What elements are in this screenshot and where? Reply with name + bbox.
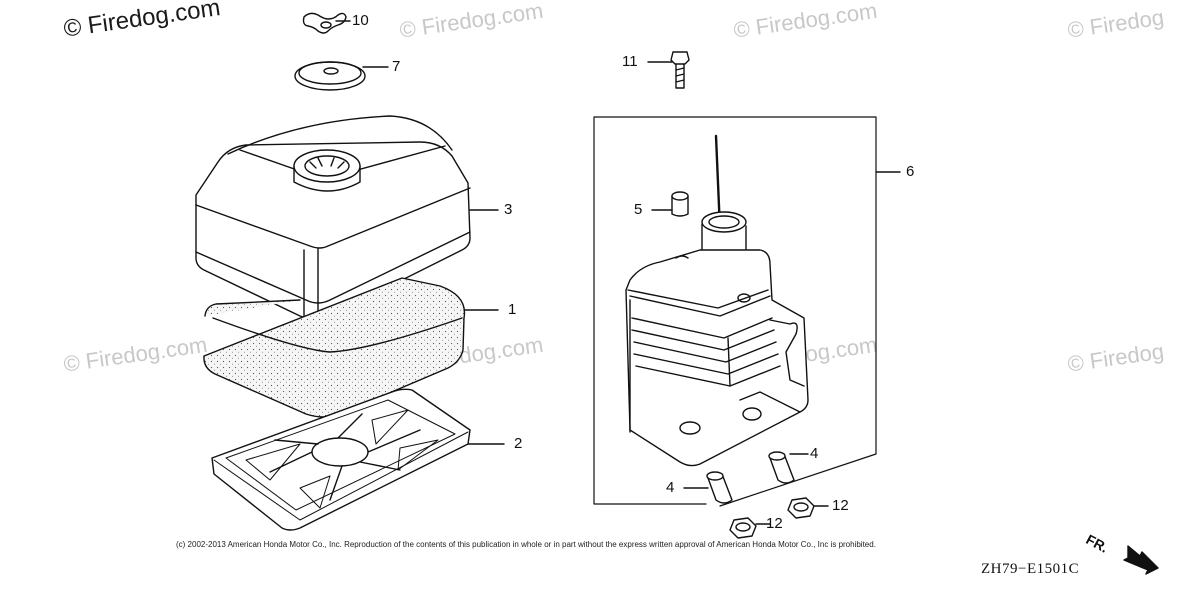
foam-element-part xyxy=(203,277,499,418)
air-cleaner-cover-part xyxy=(195,115,499,321)
callout-7: 7 xyxy=(392,58,401,75)
front-direction-arrow-icon xyxy=(1123,545,1159,575)
callout-6: 6 xyxy=(906,163,915,180)
cover-plate-part xyxy=(294,61,389,91)
diagram-code: ZH79−E1501C xyxy=(981,561,1080,577)
wing-nut-part xyxy=(302,12,351,34)
nut-part xyxy=(787,497,829,519)
callout-10: 10 xyxy=(352,12,369,29)
callout-12-right: 12 xyxy=(832,497,849,514)
air-box-part xyxy=(625,134,809,467)
callout-3: 3 xyxy=(504,201,513,218)
callout-1: 1 xyxy=(508,301,517,318)
callout-5: 5 xyxy=(634,201,643,218)
callout-2: 2 xyxy=(514,435,523,452)
callout-4-right: 4 xyxy=(810,445,819,462)
tube-part xyxy=(683,471,733,504)
tube-part xyxy=(768,451,809,484)
bolt-part xyxy=(647,51,690,89)
grid-base-part xyxy=(211,388,505,531)
nut-part xyxy=(729,517,771,539)
copyright-notice: (c) 2002-2013 American Honda Motor Co., … xyxy=(176,540,876,549)
sleeve-part xyxy=(651,191,689,217)
callout-12-left: 12 xyxy=(766,515,783,532)
callout-4-left: 4 xyxy=(666,479,675,496)
callout-11: 11 xyxy=(622,53,638,70)
